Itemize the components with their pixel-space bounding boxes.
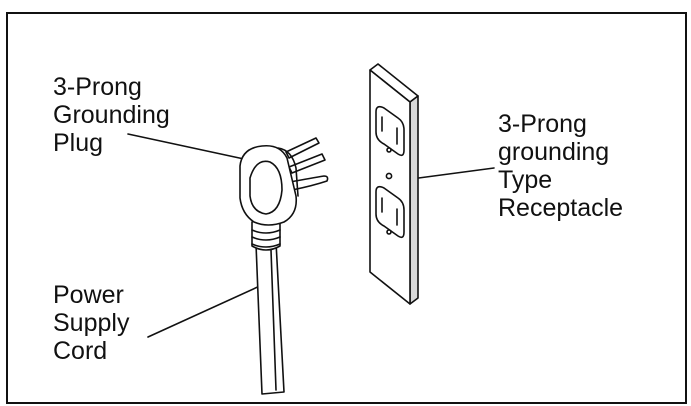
plug-label-line-1: 3-Prong	[53, 73, 142, 101]
upper-outlet	[375, 105, 405, 157]
cord-label-line-1: Power	[53, 281, 124, 309]
diagram-frame	[6, 12, 687, 404]
plug-label-line-2: Grounding	[53, 101, 170, 129]
cord-label-line-3: Cord	[53, 337, 108, 365]
plug-label: 3-Prong Grounding Plug	[53, 73, 170, 157]
receptacle-label-line-2: grounding	[498, 138, 610, 166]
cord-leader-line	[147, 284, 263, 338]
cord-label-line-2: Supply	[53, 309, 130, 337]
receptacle-label-line-1: 3-Prong	[498, 110, 587, 138]
cord-label: Power Supply Cord	[53, 281, 129, 365]
plug-label-line-3: Plug	[53, 129, 104, 157]
plate-screw-icon	[385, 172, 393, 180]
power-cord	[255, 241, 285, 395]
cord-strain-relief	[251, 218, 281, 251]
receptacle-label: 3-Prong grounding Type Receptacle	[498, 110, 623, 222]
plug-leader-line	[127, 133, 245, 160]
lower-outlet	[375, 185, 405, 239]
receptacle-label-line-4: Receptacle	[498, 194, 624, 222]
receptacle-label-line-3: Type	[498, 166, 553, 194]
receptacle-plate	[369, 63, 419, 305]
plug-prongs	[285, 137, 329, 191]
plug-body	[239, 144, 299, 226]
